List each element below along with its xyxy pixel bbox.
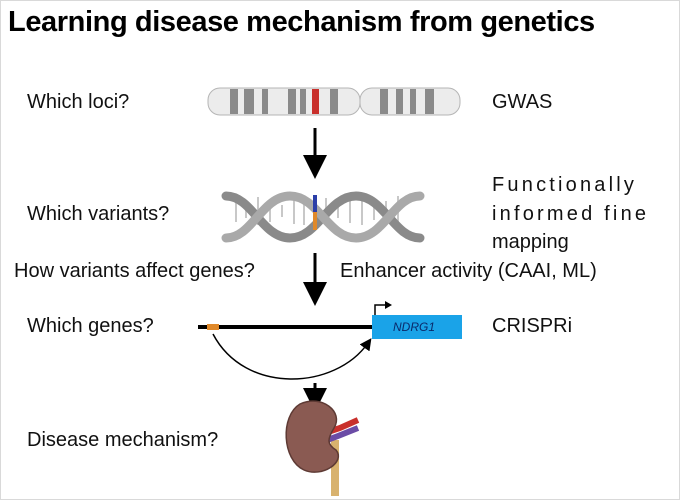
question-affect: How variants affect genes? bbox=[14, 260, 255, 282]
locus-highlight bbox=[312, 89, 319, 114]
method-gwas: GWAS bbox=[492, 91, 553, 113]
enhancer-mark bbox=[207, 324, 219, 330]
ndrg1-gene-box bbox=[372, 315, 462, 339]
method-crispri: CRISPRi bbox=[492, 315, 573, 337]
gene-locus bbox=[198, 301, 462, 380]
enhancer-loop-arrow bbox=[212, 333, 372, 380]
method-fine-mapping-line1: Functionally bbox=[492, 174, 638, 196]
question-genes: Which genes? bbox=[27, 315, 154, 337]
question-mechanism: Disease mechanism? bbox=[27, 429, 219, 451]
kidney-icon bbox=[285, 400, 360, 496]
question-loci: Which loci? bbox=[27, 91, 130, 113]
method-fine-mapping-line3: mapping bbox=[492, 231, 569, 253]
chromosome-icon bbox=[207, 87, 461, 116]
dna-helix-icon bbox=[221, 191, 425, 243]
question-variants: Which variants? bbox=[27, 203, 170, 225]
method-enhancer: Enhancer activity (CAAI, ML) bbox=[340, 260, 597, 282]
slide-title: Learning disease mechanism from genetics bbox=[8, 6, 595, 38]
tss-arrow-icon bbox=[385, 301, 392, 309]
gene-name-label: NDRG1 bbox=[393, 320, 436, 334]
method-fine-mapping-line2: informed fine bbox=[492, 203, 650, 225]
